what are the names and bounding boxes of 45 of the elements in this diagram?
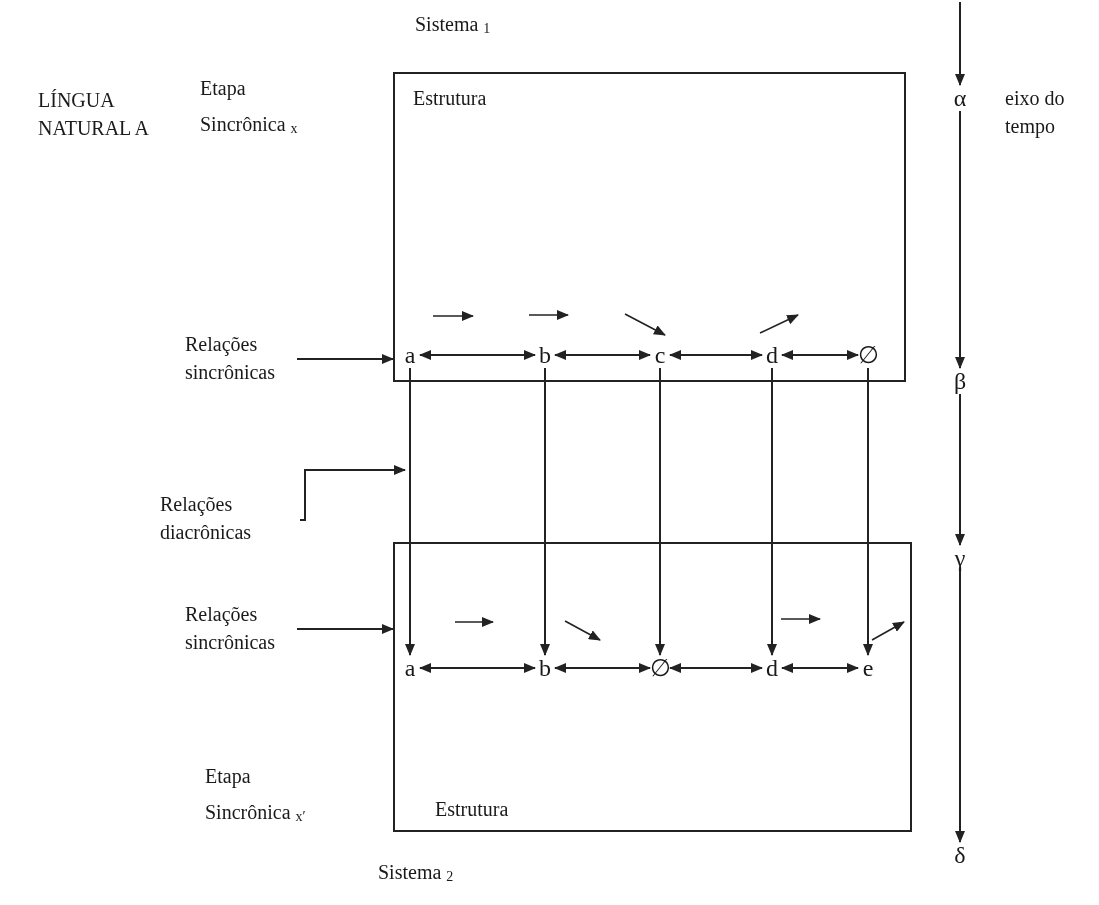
relation-label: Relações diacrônicas <box>160 490 300 550</box>
relation-label: Relações sincrônicas <box>185 600 297 658</box>
element-letter: ∅ <box>650 655 670 681</box>
double-arrow <box>419 350 536 360</box>
arrow <box>955 1 965 86</box>
system-title: Sistema $_{1}$ <box>415 12 491 38</box>
element-letter: d <box>762 342 782 368</box>
element-letter: d <box>762 655 782 681</box>
system-title: Sistema $_{2}$ <box>378 860 454 886</box>
double-arrow <box>781 663 859 673</box>
time-point-label: δ <box>950 842 970 868</box>
axis-label: eixo do tempo <box>1005 86 1066 140</box>
stage-label: Etapa Sincrônica $_{x′}$ <box>205 764 307 826</box>
arrow <box>955 110 965 369</box>
time-point-label: α <box>950 85 970 111</box>
structure-label: Estrutura <box>413 86 487 110</box>
time-point-label: β <box>950 368 970 394</box>
arrow <box>296 624 394 634</box>
arrow <box>296 354 394 364</box>
element-letter: b <box>535 342 555 368</box>
double-arrow <box>669 663 763 673</box>
relation-label: Relações sincrônicas <box>185 330 297 388</box>
arrow <box>955 393 965 546</box>
arrow <box>540 367 550 656</box>
element-letter: b <box>535 655 555 681</box>
element-letter: a <box>400 655 420 681</box>
double-arrow <box>669 350 763 360</box>
double-arrow <box>554 350 651 360</box>
structure-label: Estrutura <box>435 797 509 821</box>
stage-label: Etapa Sincrônica $_{x}$ <box>200 76 299 138</box>
arrow <box>655 367 665 656</box>
language-label: LÍNGUA NATURAL A <box>38 88 150 141</box>
element-letter: c <box>650 342 670 368</box>
arrow <box>767 367 777 656</box>
arrow <box>299 465 406 521</box>
double-arrow <box>419 663 536 673</box>
element-letter: e <box>858 655 878 681</box>
time-point-label: γ <box>950 545 970 571</box>
arrow <box>863 367 873 656</box>
element-letter: a <box>400 342 420 368</box>
double-arrow <box>781 350 859 360</box>
double-arrow <box>554 663 651 673</box>
arrow <box>405 367 415 656</box>
element-letter: ∅ <box>858 342 878 368</box>
arrow <box>955 570 965 843</box>
